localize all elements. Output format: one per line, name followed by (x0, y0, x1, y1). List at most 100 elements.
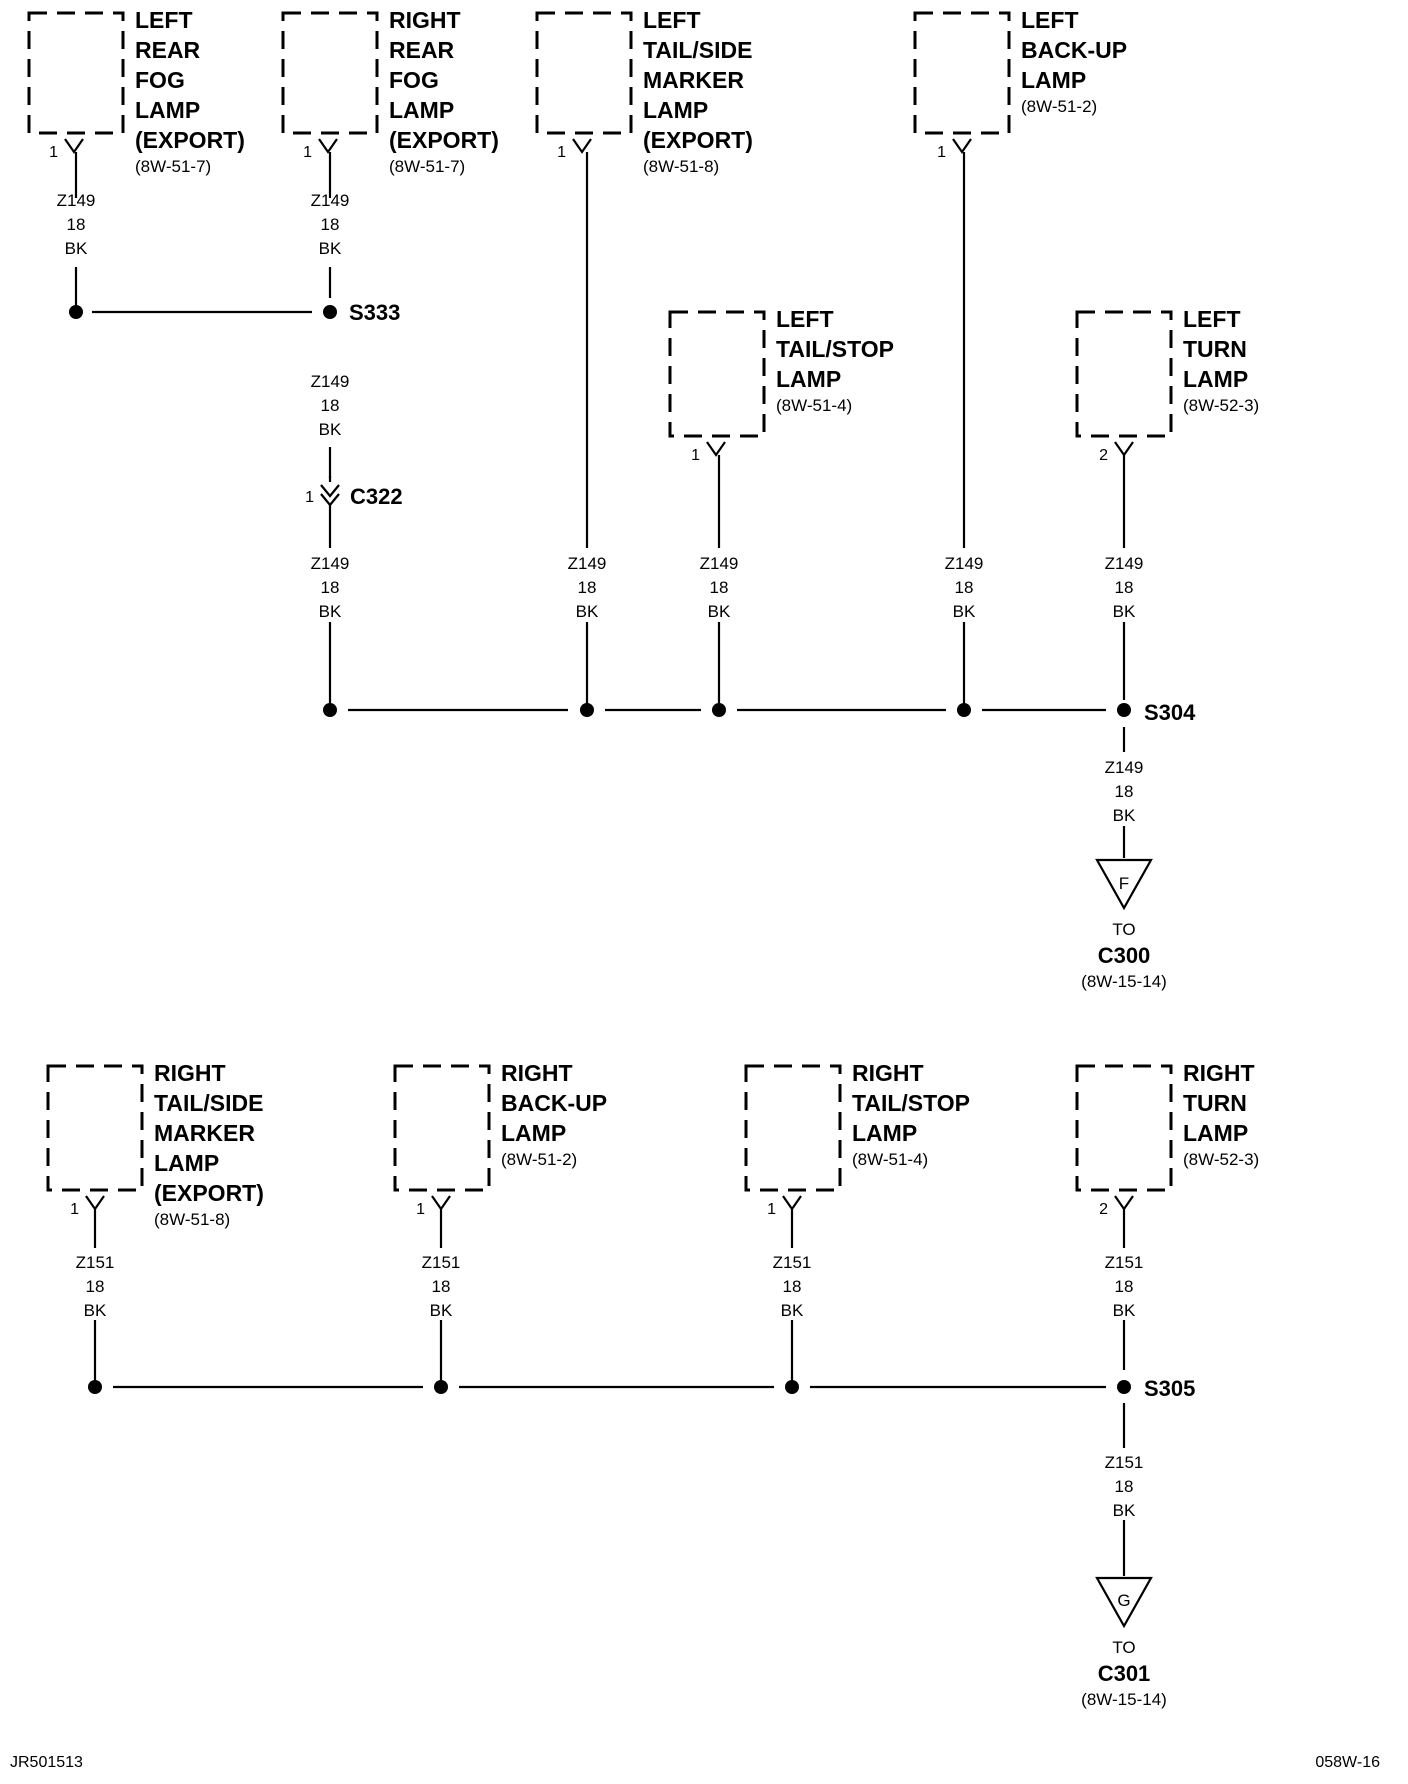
splice-dot (88, 1380, 102, 1394)
component-label: TURN (1183, 1090, 1247, 1116)
wire-gauge: 18 (321, 578, 340, 597)
pin-number: 1 (691, 447, 700, 464)
wire-circuit: Z151 (1105, 1453, 1144, 1472)
wire-circuit: Z149 (311, 372, 350, 391)
wire-color: BK (65, 239, 88, 258)
pin-number: 1 (937, 144, 946, 161)
page-reference: (8W-52-3) (1183, 1150, 1259, 1169)
wire-gauge: 18 (321, 215, 340, 234)
wire-color: BK (84, 1301, 107, 1320)
connector-label: C322 (350, 484, 403, 509)
component-label: REAR (135, 37, 201, 63)
component-label: LEFT (776, 306, 834, 332)
component-label: REAR (389, 37, 455, 63)
wire-circuit: Z149 (311, 554, 350, 573)
pin-number: 1 (557, 144, 566, 161)
connector-chevron (320, 484, 340, 498)
component-label: LAMP (1183, 1120, 1248, 1146)
component-label: RIGHT (154, 1060, 226, 1086)
component-label: LEFT (1021, 7, 1079, 33)
wire-gauge: 18 (1115, 1477, 1134, 1496)
female-pin-symbol (64, 138, 84, 154)
component-label: BACK-UP (501, 1090, 607, 1116)
wire-color: BK (319, 420, 342, 439)
component-label: MARKER (154, 1120, 255, 1146)
pin-number: 1 (305, 489, 314, 506)
lamp-outline (535, 11, 633, 135)
pin-number: 1 (70, 1201, 79, 1218)
splice-label-s333: S333 (349, 300, 400, 325)
terminal-connector: C300 (1098, 943, 1151, 968)
splice-dot (323, 703, 337, 717)
splice-dot (957, 703, 971, 717)
terminal-triangle (1095, 1576, 1153, 1629)
terminal-letter: G (1117, 1591, 1130, 1610)
wire-color: BK (1113, 602, 1136, 621)
component-left-tail-side-marker-lamp: LEFTTAIL/SIDEMARKERLAMP(EXPORT)(8W-51-8)… (535, 7, 753, 176)
wire-gauge: 18 (86, 1277, 105, 1296)
component-label: TAIL/STOP (852, 1090, 970, 1116)
lamp-outline (1075, 1064, 1173, 1192)
wire-color: BK (781, 1301, 804, 1320)
splice-dot (323, 305, 337, 319)
wire-color: BK (1113, 1301, 1136, 1320)
splice-dot (1117, 1380, 1131, 1394)
terminal-triangle (1095, 858, 1153, 911)
lamp-outline (46, 1064, 144, 1192)
page-reference: (8W-51-8) (154, 1210, 230, 1229)
female-pin-symbol (952, 138, 972, 154)
wire-gauge: 18 (955, 578, 974, 597)
terminal-to: TO (1112, 920, 1135, 939)
wire-circuit: Z149 (1105, 758, 1144, 777)
wire-color: BK (1113, 1501, 1136, 1520)
wire-color: BK (319, 602, 342, 621)
component-label: FOG (135, 67, 185, 93)
page-reference: (8W-51-7) (389, 157, 465, 176)
component-label: LEFT (643, 7, 701, 33)
wire-circuit: Z149 (57, 191, 96, 210)
splice-label-s305: S305 (1144, 1376, 1195, 1401)
inline-connector-c322: 1 (305, 484, 340, 520)
page-code: 058W-16 (1315, 1754, 1380, 1771)
component-label: TURN (1183, 336, 1247, 362)
lamp-outline (913, 11, 1011, 135)
figure-code: JR501513 (10, 1754, 83, 1771)
terminal-to: TO (1112, 1638, 1135, 1657)
splice-dot (1117, 703, 1131, 717)
wire-circuit: Z149 (568, 554, 607, 573)
wire-gauge: 18 (432, 1277, 451, 1296)
page-reference: (8W-51-8) (643, 157, 719, 176)
wire-color: BK (1113, 806, 1136, 825)
component-label: TAIL/SIDE (643, 37, 752, 63)
terminal-letter: F (1119, 874, 1129, 893)
wire-gauge: 18 (783, 1277, 802, 1296)
female-pin-symbol (85, 1195, 105, 1211)
splice-dot (712, 703, 726, 717)
component-label: LAMP (1021, 67, 1086, 93)
lamp-outline (393, 1064, 491, 1192)
wire-color: BK (708, 602, 731, 621)
wire-circuit: Z151 (422, 1253, 461, 1272)
component-label: BACK-UP (1021, 37, 1127, 63)
page-reference: (8W-51-2) (1021, 97, 1097, 116)
component-label: FOG (389, 67, 439, 93)
pin-number: 1 (303, 144, 312, 161)
component-label: TAIL/SIDE (154, 1090, 263, 1116)
component-label: (EXPORT) (135, 127, 245, 153)
wire-gauge: 18 (578, 578, 597, 597)
female-pin-symbol (318, 138, 338, 154)
